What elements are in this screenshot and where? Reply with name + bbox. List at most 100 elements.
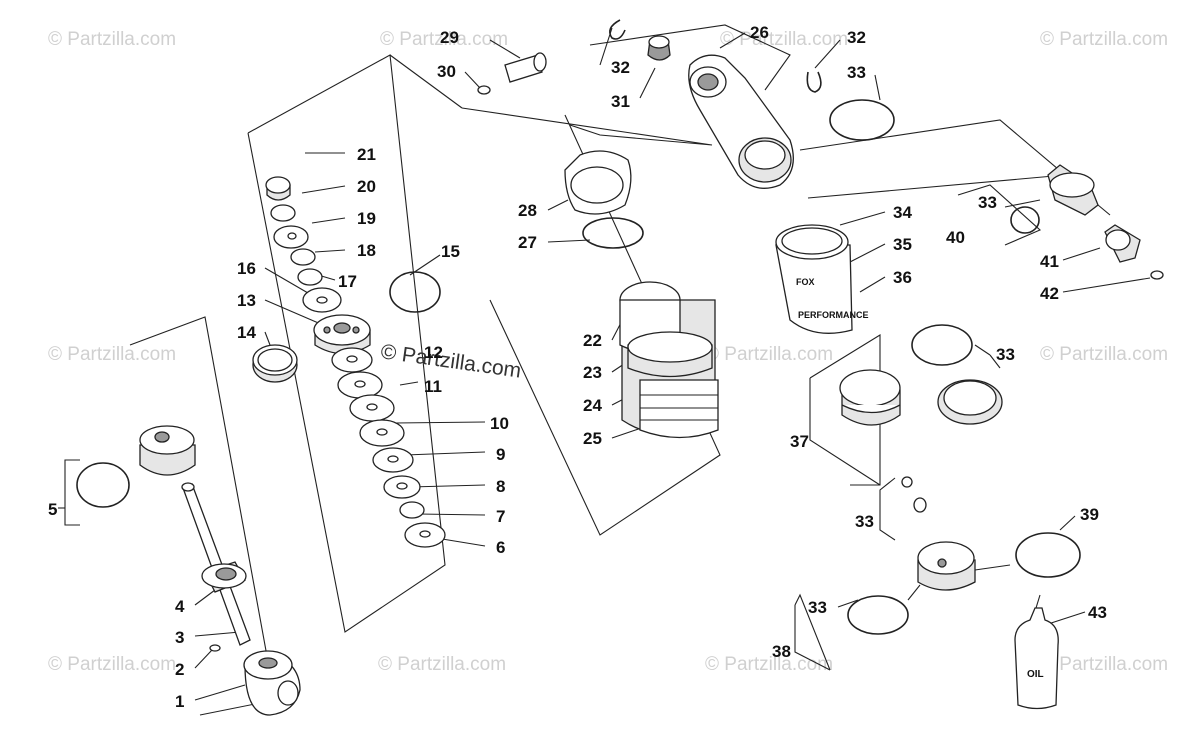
callout-32-right: 32 [847, 28, 866, 47]
shim-stack [265, 176, 446, 548]
leader-8 [409, 484, 486, 488]
callout-27: 27 [518, 233, 537, 252]
center-watermark: © Partzilla.com [379, 340, 522, 382]
callout-22: 22 [583, 331, 602, 350]
callout-41: 41 [1040, 252, 1059, 271]
bracket-5 [64, 459, 80, 526]
shock-body-26 [688, 54, 794, 189]
callout-34: 34 [893, 203, 912, 222]
o-ring-33a [829, 99, 895, 141]
leader-30 [464, 71, 481, 89]
callout-31: 31 [611, 92, 630, 111]
callout-43: 43 [1088, 603, 1107, 622]
callout-33-top: 33 [847, 63, 866, 82]
callout-23: 23 [583, 363, 602, 382]
leader-35 [849, 243, 886, 263]
bracket-33-valve [879, 477, 896, 541]
callout-37: 37 [790, 432, 809, 451]
leader-7 [417, 513, 486, 516]
bracket-lines [58, 24, 1067, 716]
callout-16: 16 [237, 259, 256, 278]
leader-1 [194, 684, 246, 701]
callout-33-cap: 33 [978, 193, 997, 212]
callout-13: 13 [237, 291, 256, 310]
adjuster-knob-41 [1104, 224, 1141, 263]
leader-27 [547, 239, 591, 243]
leader-18 [314, 249, 346, 253]
callout-5: 5 [48, 500, 57, 519]
watermark: © Partzilla.com [1040, 654, 1168, 675]
watermark: © Partzilla.com [1040, 344, 1168, 365]
callout-10: 10 [490, 414, 509, 433]
watermark: © Partzilla.com [48, 344, 176, 365]
leader-11 [399, 381, 419, 386]
group-frame-reservoir [799, 119, 1067, 199]
ifp-37 [839, 369, 901, 426]
circlip-32b [806, 71, 822, 93]
callout-38: 38 [772, 642, 791, 661]
leader-33c [974, 344, 991, 356]
callout-17: 17 [338, 272, 357, 291]
callout-6: 6 [496, 538, 505, 557]
o-ring-27 [582, 217, 644, 249]
leader-39 [1059, 515, 1076, 531]
callout-1: 1 [175, 692, 184, 711]
callout-32-left: 32 [611, 58, 630, 77]
leader-39-b [974, 564, 1011, 571]
callout-33-right: 33 [996, 345, 1015, 364]
piston-band-14 [252, 344, 298, 383]
valve-core [901, 476, 913, 488]
callout-18: 18 [357, 241, 376, 260]
watermark: © Partzilla.com [48, 29, 176, 50]
bracket-37-b [809, 378, 881, 486]
leader-29 [489, 39, 521, 59]
callout-39: 39 [1080, 505, 1099, 524]
group-frame-top [589, 24, 791, 91]
leader-19 [311, 217, 346, 224]
bolt-29 [504, 52, 547, 83]
callout-19: 19 [357, 209, 376, 228]
leader-33b [1004, 199, 1041, 208]
watermark-layer: © Partzilla.com © Partzilla.com © Partzi… [48, 29, 1168, 675]
watermark: © Partzilla.com [378, 654, 506, 675]
cylinder-22 [619, 281, 719, 439]
leader-33a [874, 74, 881, 101]
leader-2 [194, 649, 213, 669]
leader-33c-b [989, 354, 1001, 369]
callout-42: 42 [1040, 284, 1059, 303]
bracket-40 [957, 184, 1042, 246]
callout-14: 14 [237, 323, 256, 342]
leader-34 [839, 211, 886, 226]
leader-28 [547, 199, 569, 211]
leader-9 [404, 451, 486, 456]
valve-cap [913, 497, 927, 513]
group-frame-left [247, 54, 446, 633]
callout-33-valve: 33 [855, 512, 874, 531]
o-ring-39 [1015, 532, 1081, 578]
callout-29: 29 [440, 28, 459, 47]
o-ring-33b [1010, 206, 1040, 234]
callout-15: 15 [441, 242, 460, 261]
watermark: © Partzilla.com [48, 654, 176, 675]
callout-21: 21 [357, 145, 376, 164]
watermark: © Partzilla.com [705, 344, 833, 365]
leader-20 [301, 185, 346, 194]
shaft-eyelet-top [139, 425, 196, 476]
end-cap [917, 541, 976, 591]
callout-30: 30 [437, 62, 456, 81]
circlip-32a [609, 19, 626, 40]
watermark: © Partzilla.com [1040, 29, 1168, 50]
leader-32b [814, 39, 841, 69]
callout-7: 7 [496, 507, 505, 526]
callout-40: 40 [946, 228, 965, 247]
callout-12: 12 [424, 343, 443, 362]
o-ring-33e [847, 595, 909, 635]
watermark: © Partzilla.com [380, 29, 508, 50]
piston-shaft [181, 482, 251, 646]
reservoir-34: FOX PERFORMANCE [775, 224, 869, 334]
leader-14 [264, 331, 271, 346]
leader-3 [194, 631, 241, 637]
leader-4 [194, 589, 216, 606]
leader-26 [719, 32, 746, 49]
